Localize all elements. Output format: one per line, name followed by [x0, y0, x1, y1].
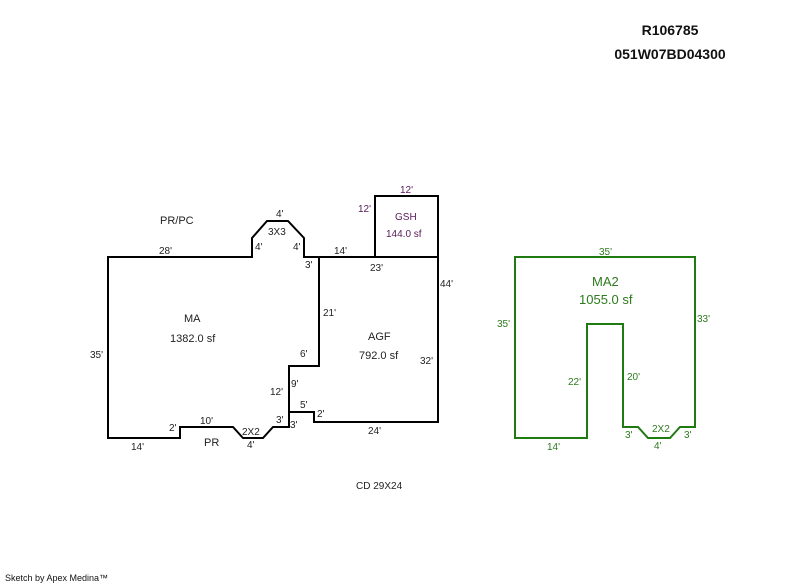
ma2-name: MA2	[592, 274, 619, 289]
pr-label: PR	[204, 437, 219, 449]
dim: 3'	[625, 430, 633, 441]
dim: 3'	[684, 430, 692, 441]
dim: 24'	[368, 426, 381, 437]
agf-name: AGF	[368, 331, 391, 343]
ma2-outline	[514, 256, 696, 439]
dim: 20'	[627, 372, 640, 383]
dim: 4'	[276, 209, 284, 220]
dim: 35'	[497, 319, 510, 330]
parcel-id: R106785	[641, 22, 699, 38]
dim: 2'	[317, 409, 325, 420]
dim: 35'	[90, 350, 103, 361]
ma-name: MA	[184, 313, 201, 325]
account-number: 051W07BD04300	[614, 46, 726, 62]
agf-area: 792.0 sf	[359, 350, 399, 362]
dim: 4'	[247, 440, 255, 451]
footer-credit: Sketch by Apex Medina™	[5, 573, 109, 583]
dim: 28'	[159, 246, 172, 257]
dim: 2'	[169, 423, 177, 434]
bay-3x3-label: 3X3	[268, 227, 286, 238]
ma2-bay-label: 2X2	[652, 424, 670, 435]
dim: 4'	[654, 441, 662, 452]
gsh-area: 144.0 sf	[386, 229, 422, 240]
dim: 3'	[276, 415, 284, 426]
dim: 14'	[334, 246, 347, 257]
dim: 9'	[291, 379, 299, 390]
dim: 32'	[420, 356, 433, 367]
gsh-name: GSH	[395, 212, 417, 223]
dim: 12'	[270, 387, 283, 398]
dim: 33'	[697, 314, 710, 325]
gsh-outline	[374, 195, 439, 257]
dim: 4'	[255, 242, 263, 253]
dim: 5'	[300, 400, 308, 411]
dim: 14'	[547, 442, 560, 453]
bay-2x2-label: 2X2	[242, 427, 260, 438]
dim: 12'	[358, 204, 371, 215]
dim: 23'	[370, 263, 383, 274]
dim: 12'	[400, 185, 413, 196]
dim: 14'	[131, 442, 144, 453]
ma2-area: 1055.0 sf	[579, 292, 633, 307]
agf-outline	[289, 256, 439, 423]
dim: 22'	[568, 377, 581, 388]
dim: 3'	[305, 260, 313, 271]
dim: 6'	[300, 349, 308, 360]
dim: 21'	[323, 308, 336, 319]
dim: 3'	[290, 420, 298, 431]
dim: 10'	[200, 416, 213, 427]
dim: 4'	[293, 242, 301, 253]
dim: 35'	[599, 247, 612, 258]
ma-area: 1382.0 sf	[170, 333, 216, 345]
cd-label: CD 29X24	[356, 481, 403, 492]
ma-outline	[107, 220, 320, 439]
pr-pc-label: PR/PC	[160, 215, 194, 227]
dim: 44'	[440, 279, 453, 290]
